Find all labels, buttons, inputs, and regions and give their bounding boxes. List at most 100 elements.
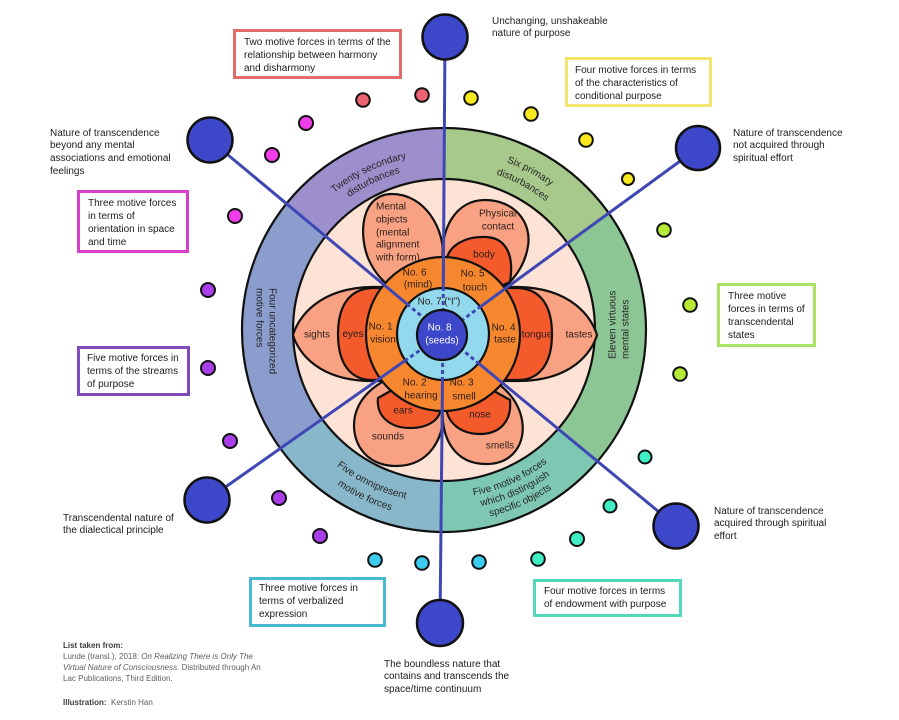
dot-conditional-purpose	[523, 106, 539, 122]
seeds-label-line1: No. 8	[428, 323, 452, 334]
consciousness-label-no6: No. 6 (mind)	[403, 268, 433, 291]
object-line: objects	[376, 215, 408, 226]
box-line: Four motive forces in terms	[575, 64, 697, 76]
dot-streams	[271, 490, 287, 506]
nature-line: nature of purpose	[492, 28, 571, 40]
organ-label-tongue: tongue	[522, 330, 553, 341]
nature-line: feelings	[50, 165, 85, 177]
consciousness-faculty: hearing	[404, 391, 437, 402]
seeds-label: No. 8 (seeds)	[425, 323, 458, 347]
object-label-sights: sights	[304, 330, 330, 341]
nature-line: not acquired through	[733, 140, 825, 152]
box-line: Two motive forces in terms of the	[244, 36, 391, 48]
motive-box-conditional-purpose: Four motive forces in terms of the chara…	[565, 57, 712, 107]
nature-line: Nature of transcendence	[50, 127, 160, 139]
spoke-upper-left-dashed	[405, 302, 425, 320]
nature-line: The boundless nature that	[384, 658, 501, 670]
spoke-lower-left	[206, 359, 406, 502]
source-title: On Realizing There is Only The	[141, 651, 253, 661]
box-line: Three motive forces in	[259, 582, 358, 594]
nature-label-upper-right: Nature of transcendence not acquired thr…	[733, 128, 843, 166]
box-line: and disharmony	[244, 62, 316, 74]
dot-verbalized	[471, 554, 487, 570]
nature-line: Nature of transcendence	[714, 505, 824, 517]
dot-orientation	[264, 147, 280, 163]
mental-factor-ring	[242, 127, 646, 533]
ring-label-uncategorized: Four uncategorized motive forces	[254, 288, 278, 377]
consciousness-label-no3: No. 3 smell	[450, 378, 477, 403]
dot-transcendental-states	[672, 366, 688, 382]
box-line: in terms of	[88, 210, 135, 222]
motive-box-streams-of-purpose: Five motive forces in terms of the strea…	[77, 346, 190, 396]
consciousness-faculty: vision	[370, 335, 396, 346]
motive-box-verbalized-expression: Three motive forces in terms of verbaliz…	[249, 577, 386, 627]
nature-line: Transcendental nature of	[63, 512, 174, 524]
motive-box-endowment: Four motive forces in terms of endowment…	[533, 579, 682, 617]
box-line: terms of the streams	[87, 365, 179, 377]
source-title: Virtual Nature of Consciousness.	[63, 662, 180, 672]
consciousness-number: No. 4	[492, 323, 516, 334]
object-label-mental-objects: Mental objects (mental alignment with fo…	[375, 202, 422, 264]
dot-streams	[222, 433, 238, 449]
dot-conditional-purpose	[578, 132, 594, 148]
consciousness-label-no4: No. 4 taste	[492, 323, 519, 346]
object-label-sounds: sounds	[372, 432, 404, 443]
ring-label-uncategorized-line2: motive forces	[254, 288, 265, 347]
organ-label-eyes: eyes	[342, 329, 363, 340]
dot-endowment	[637, 449, 653, 465]
spoke-top	[441, 36, 447, 288]
consciousness-label-no5: No. 5 touch	[461, 269, 488, 294]
illustrator-name: Kerstin Han	[111, 697, 153, 707]
object-line: alignment	[376, 240, 420, 251]
nature-line: associations and emotional	[50, 153, 171, 165]
source-text: Lunde (transl.), 2018:	[63, 651, 142, 661]
object-label-smells: smells	[486, 441, 514, 452]
spoke-upper-right-dashed	[462, 305, 482, 321]
nature-label-lower-left: Transcendental nature of the dialectical…	[63, 513, 174, 539]
consciousness-number: No. 5	[461, 269, 485, 280]
transcendence-node-bottom	[415, 598, 465, 648]
illustration-credit: Illustration: Kerstin Han	[63, 697, 261, 708]
ring-segment-four-uncategorized	[242, 202, 327, 448]
source-line: Virtual Nature of Consciousness. Distrib…	[63, 662, 261, 673]
self-label: No. 7 (“I”)	[418, 297, 461, 308]
transcendence-node-lower-left	[183, 476, 231, 524]
ring-segment-twenty-secondary	[287, 127, 445, 235]
nature-label-upper-left: Nature of transcendence beyond any menta…	[50, 128, 171, 179]
source-text: Distributed through An	[179, 662, 261, 672]
consciousness-number: No. 3	[450, 378, 474, 389]
source-line: Lunde (transl.), 2018: On Realizing Ther…	[63, 651, 261, 662]
box-line: of purpose	[87, 378, 135, 390]
nature-line: contains and transcends the	[384, 671, 510, 683]
nature-line: beyond any mental	[50, 140, 135, 152]
spoke-lower-left-dashed	[403, 347, 424, 363]
box-line: terms of verbalized	[259, 595, 344, 607]
transcendence-node-upper-left	[186, 116, 234, 164]
box-line: of the characteristics of	[575, 77, 678, 89]
transcendence-node-top	[421, 13, 469, 61]
spoke-lower-right-dashed	[461, 348, 481, 366]
dot-endowment	[530, 551, 546, 567]
seeds-label-line2: (seeds)	[425, 336, 458, 347]
box-line: relationship between harmony	[244, 49, 378, 61]
motive-box-orientation: Three motive forces in terms of orientat…	[77, 190, 189, 253]
box-line: forces in terms of	[728, 303, 805, 315]
object-label-tastes: tastes	[566, 330, 593, 341]
box-line: and time	[88, 236, 127, 248]
box-line: Five motive forces in	[87, 352, 179, 364]
nature-label-bottom: The boundless nature that contains and t…	[384, 659, 509, 697]
lotus-labels: sights eyes No. 1 vision sounds ears No.…	[304, 202, 592, 452]
seeds-core	[415, 308, 469, 362]
box-line: transcendental	[728, 316, 794, 328]
object-label-physical-contact: Physical contact	[479, 209, 519, 233]
organ-label-nose: nose	[469, 410, 491, 421]
motive-force-dots	[200, 87, 698, 571]
ring-label-eleven-line2: mental states	[621, 300, 632, 359]
source-text: Lac Publications, Third Edition.	[63, 673, 173, 683]
dot-verbalized	[367, 552, 383, 568]
nature-line: spiritual effort	[733, 153, 793, 165]
nature-line: Unchanging, unshakeable	[492, 15, 608, 27]
ring-segment-five-omnipresent	[279, 417, 442, 532]
